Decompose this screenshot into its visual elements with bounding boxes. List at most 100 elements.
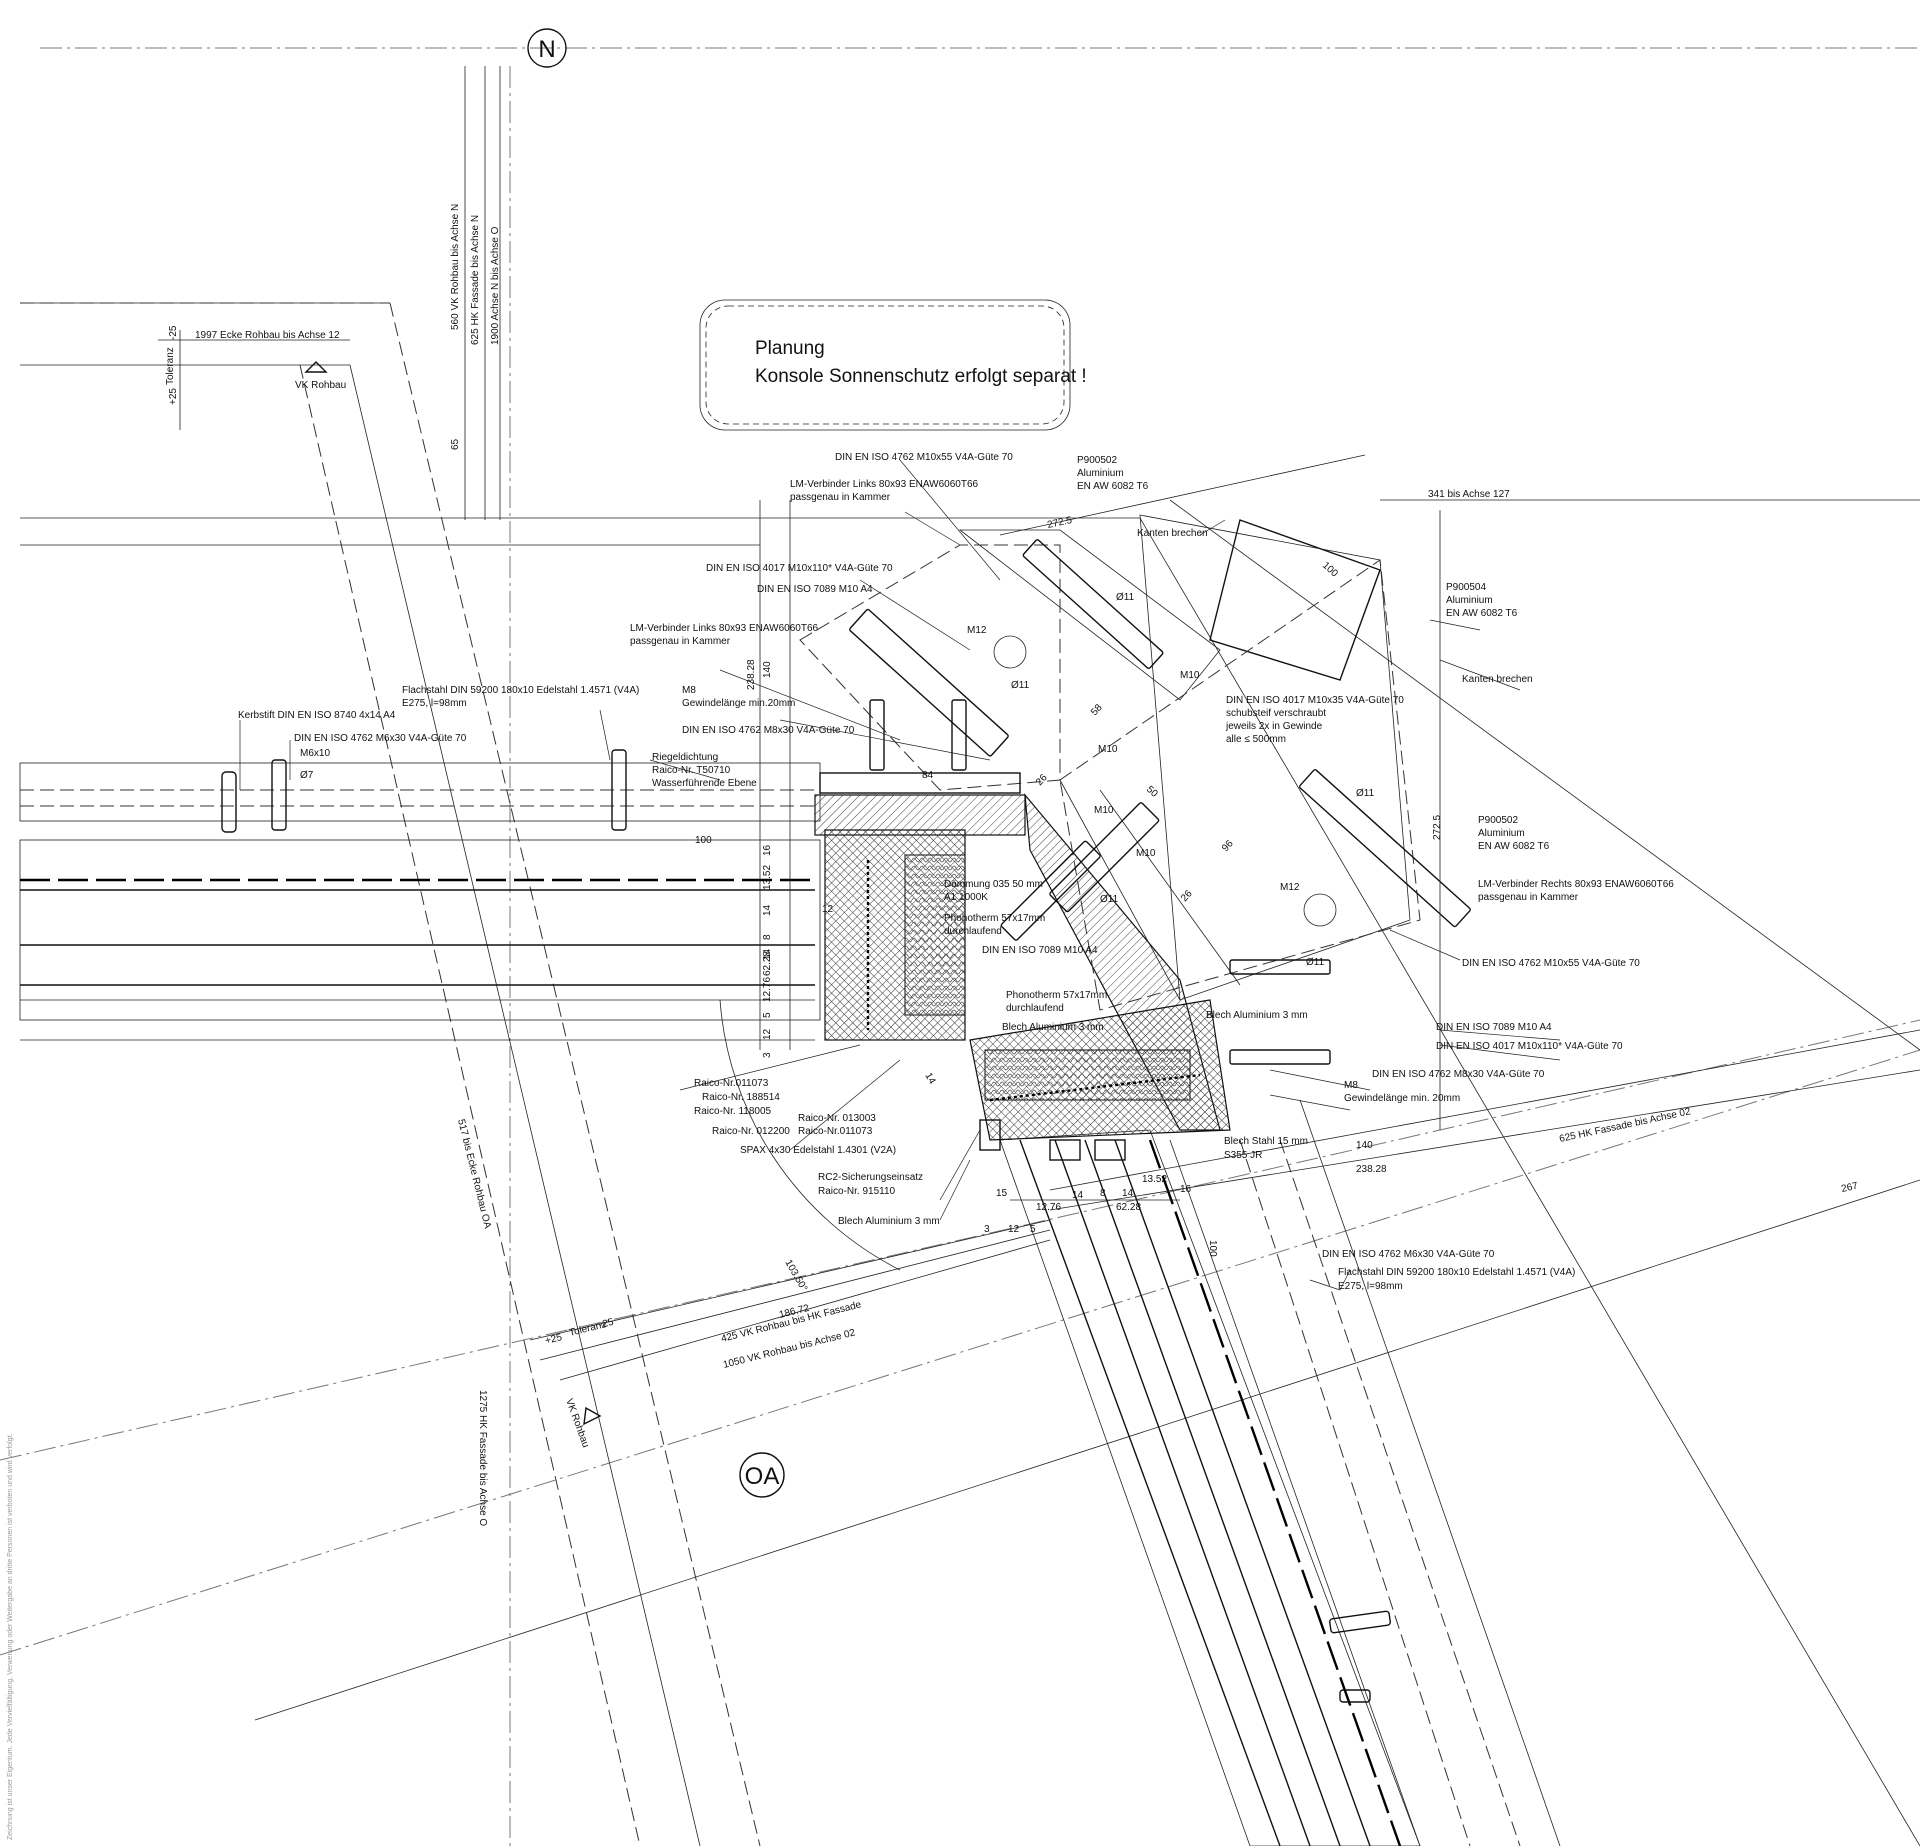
label: S355 JR <box>1224 1150 1262 1161</box>
copyright-sidenote: Zeichnung ist unser Eigentum. Jede Vervi… <box>7 1433 14 1840</box>
dim-text: -25 <box>598 1317 615 1331</box>
dim-text: 50 <box>1144 784 1160 800</box>
label: Raico-Nr. 013003 <box>798 1113 876 1124</box>
dim-text: 12 <box>822 904 834 915</box>
axis-oa-label: OA <box>745 1463 780 1490</box>
dim-text: 5 <box>762 1012 773 1018</box>
label: Flachstahl DIN 59200 180x10 Edelstahl 1.… <box>1338 1267 1575 1278</box>
label: Blech Aluminium 3 mm <box>838 1216 940 1227</box>
dim-text: 267 <box>1840 1181 1859 1195</box>
label: P900504 <box>1446 582 1486 593</box>
label: Blech Aluminium 3 mm <box>1206 1010 1308 1021</box>
dim-text: 26 <box>1034 772 1050 788</box>
label: Ø7 <box>300 770 314 781</box>
dim-text: 14 <box>1072 1190 1084 1201</box>
label: Raico-Nr. 012200 <box>712 1126 790 1137</box>
dim-text: 5 <box>1030 1224 1036 1235</box>
label: DIN EN ISO 4762 M10x55 V4A-Güte 70 <box>835 452 1013 463</box>
label: E275, l=98mm <box>1338 1281 1403 1292</box>
dim-text: 26 <box>1179 888 1195 904</box>
dim-text: 14 <box>762 948 773 960</box>
dim-text: 96 <box>1220 838 1236 854</box>
leader-lines <box>239 459 1561 1291</box>
label: M10 <box>1180 670 1200 681</box>
label: Ø11 <box>1100 894 1119 905</box>
dim-text: -25 <box>168 325 179 340</box>
label: DIN EN ISO 4762 M8x30 V4A-Güte 70 <box>1372 1069 1545 1080</box>
label: M6x10 <box>300 748 330 759</box>
label: DIN EN ISO 4762 M8x30 V4A-Güte 70 <box>682 725 855 736</box>
label: Blech Aluminium 3 mm <box>1002 1022 1104 1033</box>
dim-text: 238.28 <box>1356 1164 1387 1175</box>
dim-text: +25 <box>544 1332 564 1347</box>
label: DIN EN ISO 7089 M10 A4 <box>1436 1022 1552 1033</box>
dim-text: 16 <box>1180 1184 1192 1195</box>
label: durchlaufend <box>1006 1003 1064 1014</box>
label: DIN EN ISO 4017 M10x35 V4A-Güte 70 <box>1226 695 1404 706</box>
label: Raico-Nr.011073 <box>694 1078 769 1089</box>
label: Ø11 <box>1306 957 1325 968</box>
label: 1997 Ecke Rohbau bis Achse 12 <box>195 330 340 341</box>
dim-text: 238.28 <box>746 659 757 690</box>
note-title: Planung <box>755 338 825 359</box>
label: jeweils 2x in Gewinde <box>1225 721 1323 732</box>
label: EN AW 6082 T6 <box>1077 481 1149 492</box>
label: Kerbstift DIN EN ISO 8740 4x14 A4 <box>238 710 396 721</box>
label: M10 <box>1094 805 1114 816</box>
label: Raico-Nr. T50710 <box>652 765 731 776</box>
label: DIN EN ISO 4017 M10x110* V4A-Güte 70 <box>706 563 893 574</box>
dim-text: Toleranz <box>165 347 176 385</box>
label: Raico-Nr. 188514 <box>702 1092 780 1103</box>
dim-text: 15 <box>996 1188 1008 1199</box>
label: Aluminium <box>1077 468 1124 479</box>
dim-text: 100 <box>1320 560 1340 580</box>
dim-text: 12 <box>1008 1224 1020 1235</box>
label: A1 1000K <box>944 892 988 903</box>
label: Kanten brechen <box>1462 674 1533 685</box>
label: SPAX 4x30 Edelstahl 1.4301 (V2A) <box>740 1145 896 1156</box>
transom-profile-left <box>19 749 821 1041</box>
label: LM-Verbinder Links 80x93 ENAW6060T66 <box>790 479 979 490</box>
dim-text: 12.76 <box>762 977 773 1002</box>
dimension-lines <box>158 66 1920 1381</box>
label: VK Rohbau <box>295 380 346 391</box>
label: EN AW 6082 T6 <box>1478 841 1550 852</box>
bracket-plates <box>799 514 1421 1011</box>
dimension-values: 560 VK Rohbau bis Achse N 625 HK Fassade… <box>165 204 1859 1527</box>
axis-balloon-n: N <box>527 28 567 68</box>
label: Ø11 <box>1116 592 1135 603</box>
label: DIN EN ISO 7089 M10 A4 <box>757 584 873 595</box>
dim-text: 140 <box>1356 1140 1373 1151</box>
dim-text: 8 <box>1100 1188 1106 1199</box>
label: alle ≤ 500mm <box>1226 734 1286 745</box>
label: M10 <box>1136 848 1156 859</box>
note-text: Konsole Sonnenschutz erfolgt separat ! <box>755 366 1087 387</box>
dim-text: 14 <box>922 1071 937 1087</box>
dim-text: 14 <box>762 904 773 916</box>
dim-text: 65 <box>450 438 461 450</box>
axis-lines <box>0 47 1920 1846</box>
label: Phonotherm 57x17mm <box>1006 990 1107 1001</box>
dim-text: 13.52 <box>1142 1174 1167 1185</box>
label: P900502 <box>1478 815 1518 826</box>
dim-text: 625 HK Fassade bis Achse 02 <box>1558 1106 1692 1145</box>
label: EN AW 6082 T6 <box>1446 608 1518 619</box>
dim-text: 272.5 <box>1432 815 1443 840</box>
label: M8 <box>1344 1080 1358 1091</box>
label: Aluminium <box>1478 828 1525 839</box>
dim-text: 625 HK Fassade bis Achse N <box>470 215 481 345</box>
label: Riegeldichtung <box>652 752 718 763</box>
corner-node <box>814 793 1231 1161</box>
label: DIN EN ISO 7089 M10 A4 <box>982 945 1098 956</box>
label: LM-Verbinder Rechts 80x93 ENAW6060T66 <box>1478 879 1674 890</box>
label: DIN EN ISO 4017 M10x110* V4A-Güte 70 <box>1436 1041 1623 1052</box>
label: Flachstahl DIN 59200 180x10 Edelstahl 1.… <box>402 685 639 696</box>
label: Kanten brechen <box>1137 528 1208 539</box>
dim-text: 3 <box>762 1052 773 1058</box>
label: Gewindelänge min.20mm <box>682 698 795 709</box>
dim-text: 1900 Achse N bis Achse O <box>490 226 501 345</box>
dim-text: 3 <box>984 1224 990 1235</box>
label: Dämmung 035 50 mm <box>944 879 1043 890</box>
dim-text: 272.5 <box>1046 515 1073 531</box>
